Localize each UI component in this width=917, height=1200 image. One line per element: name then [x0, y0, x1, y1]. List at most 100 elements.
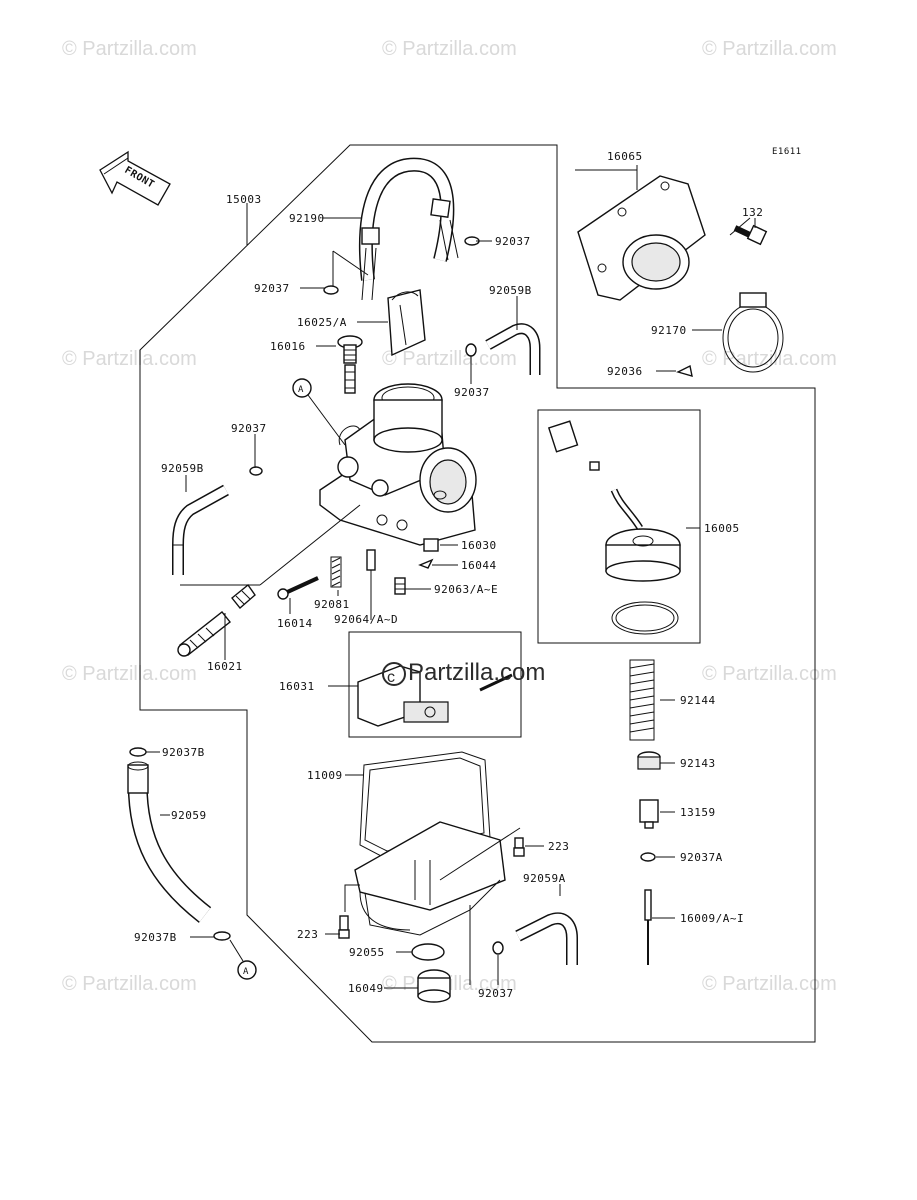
- watermark-row2-right: © Partzilla.com: [702, 348, 837, 370]
- label-92059b-left: 92059B: [161, 462, 204, 475]
- clip-16044-icon: [418, 558, 434, 569]
- hose-92190-icon: [358, 157, 459, 301]
- screw-223-left-icon: [338, 915, 350, 939]
- watermark-center-logo: c Partzilla.com: [382, 659, 545, 686]
- cap-16005-icon: [547, 420, 681, 635]
- label-92037b-bot: 92037B: [134, 931, 177, 944]
- label-92063: 92063/A~E: [434, 583, 498, 596]
- callout-a-bottom: A: [229, 939, 257, 980]
- needle-jet-16030-icon: [423, 538, 439, 552]
- watermark-row3-right: © Partzilla.com: [702, 663, 837, 685]
- label-16049: 16049: [348, 982, 384, 995]
- jet-92064-icon: [366, 549, 376, 620]
- label-92059b-top: 92059B: [489, 284, 532, 297]
- label-223-right: 223: [548, 840, 569, 853]
- watermark-row2-left: © Partzilla.com: [62, 348, 197, 370]
- oring-92055-icon: [411, 943, 445, 961]
- watermark-row3-left: © Partzilla.com: [62, 663, 197, 685]
- ring-92037a-icon: [640, 852, 656, 862]
- clip-92037-bot-icon: [492, 941, 504, 955]
- holder-92143-icon: [637, 751, 661, 770]
- jet-92063-icon: [394, 577, 406, 595]
- part-labels: 15003 92190 92037 92037 92059B 16025/A 1…: [134, 150, 763, 1000]
- label-92037-top: 92037: [495, 235, 531, 248]
- label-92055: 92055: [349, 946, 385, 959]
- watermark-bottom-right: © Partzilla.com: [702, 973, 837, 995]
- cable-guide-16025-icon: [387, 289, 426, 357]
- label-16031: 16031: [279, 680, 315, 693]
- clip-92037-mid-icon: [465, 343, 477, 357]
- label-92036: 92036: [607, 365, 643, 378]
- label-92064: 92064/A~D: [334, 613, 398, 626]
- clip-92037-side-icon: [249, 466, 263, 476]
- watermark-top-center: © Partzilla.com: [382, 38, 517, 60]
- watermark-bottom-left: © Partzilla.com: [62, 973, 197, 995]
- label-92144: 92144: [680, 694, 716, 707]
- diagram-code: E1611: [772, 147, 802, 157]
- label-16065: 16065: [607, 150, 643, 163]
- label-92037-left: 92037: [254, 282, 290, 295]
- callout-a-top-label: A: [298, 385, 304, 395]
- watermark-top-left: © Partzilla.com: [62, 38, 197, 60]
- gasket-11009-inner-icon: [364, 757, 485, 852]
- hose-92059b-left-icon: [172, 484, 229, 575]
- label-16009: 16009/A~I: [680, 912, 744, 925]
- label-92037a: 92037A: [680, 851, 723, 864]
- float-bowl-icon: [354, 821, 506, 936]
- label-16021: 16021: [207, 660, 243, 673]
- callout-a-top: A: [292, 378, 346, 446]
- clip-92037-left-icon: [323, 285, 339, 295]
- label-92037-side: 92037: [231, 422, 267, 435]
- label-92143: 92143: [680, 757, 716, 770]
- screw-16021-icon: [177, 583, 256, 657]
- spring-92144-icon: [629, 659, 655, 741]
- label-92059: 92059: [171, 809, 207, 822]
- clamp-92170-icon: [722, 292, 784, 373]
- label-223-left: 223: [297, 928, 318, 941]
- label-132: 132: [742, 206, 763, 219]
- label-16014: 16014: [277, 617, 313, 630]
- clip-92037b-top-icon: [129, 747, 147, 757]
- label-15003: 15003: [226, 193, 262, 206]
- plug-16049-icon: [417, 969, 451, 1003]
- leader-lines: [146, 165, 756, 989]
- label-92170: 92170: [651, 324, 687, 337]
- adjuster-16016-icon: [337, 335, 363, 394]
- watermark-center-text: Partzilla.com: [408, 659, 545, 686]
- watermark-top-right: © Partzilla.com: [702, 38, 837, 60]
- clip-92036-icon: [676, 364, 693, 377]
- label-92190: 92190: [289, 212, 325, 225]
- watermarks: © Partzilla.com © Partzilla.com © Partzi…: [62, 38, 837, 995]
- hose-92059-icon: [127, 761, 212, 923]
- label-16005: 16005: [704, 522, 740, 535]
- hose-92059a-icon: [515, 912, 578, 965]
- label-11009: 11009: [307, 769, 343, 782]
- spring-92081-icon: [330, 556, 342, 588]
- label-92037-bot: 92037: [478, 987, 514, 1000]
- float-16031-icon: [357, 665, 513, 727]
- label-16016: 16016: [270, 340, 306, 353]
- cap-box-16005: [537, 409, 701, 644]
- label-92037b-top: 92037B: [162, 746, 205, 759]
- front-arrow-icon: FRONT: [99, 150, 171, 206]
- pilot-screw-16014-icon: [277, 576, 319, 600]
- clip-13159-icon: [639, 799, 659, 829]
- manifold-16065-icon: [577, 175, 706, 301]
- label-16025: 16025/A: [297, 316, 347, 329]
- watermark-row2-center: © Partzilla.com: [382, 348, 517, 370]
- label-16044: 16044: [461, 559, 497, 572]
- label-92037-mid: 92037: [454, 386, 490, 399]
- needle-16009-icon: [644, 889, 652, 965]
- assembly-outline-15003: [139, 144, 816, 1043]
- callout-a-bottom-label: A: [243, 967, 249, 977]
- label-92081: 92081: [314, 598, 350, 611]
- label-16030: 16030: [461, 539, 497, 552]
- screw-223-right-icon: [513, 837, 525, 857]
- hose-92059b-top-icon: [485, 323, 541, 375]
- carburetor-body-icon: [319, 383, 477, 546]
- label-92059a: 92059A: [523, 872, 566, 885]
- svg-text:c: c: [387, 669, 395, 686]
- label-13159: 13159: [680, 806, 716, 819]
- clip-92037b-bot-icon: [213, 931, 231, 941]
